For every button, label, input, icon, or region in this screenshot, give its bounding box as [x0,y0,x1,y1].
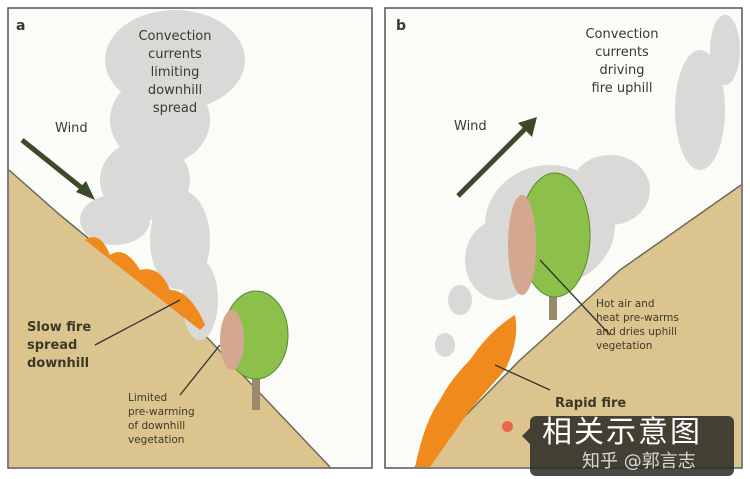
watermark-credit: 知乎 @郭言志 [582,451,696,472]
hillside-ground [9,170,330,467]
panel-a-fire-label: Slow fire [27,320,91,335]
marker-dot [502,421,513,432]
smoke-plume [80,10,245,340]
wind-arrow [456,124,530,198]
tree [220,290,289,410]
leader-line [494,364,551,391]
watermark-overlay: 相关示意图 知乎 @郭言志 [522,415,734,476]
panel-b-title-line: fire uphill [592,81,653,96]
panel-a-letter: a [16,18,25,34]
panel-a-tree-label: of downhill [128,420,185,432]
panel-b-tree-label: vegetation [596,340,652,352]
panel-b-letter: b [396,18,406,34]
panel-a-fire-label: downhill [27,356,89,371]
panel-b-title-line: driving [599,63,644,78]
panel-b-title-line: currents [595,45,649,60]
panel-a-title-line: limiting [151,65,200,80]
tree [508,172,591,320]
panel-a-title-line: spread [153,101,197,116]
watermark-caption: 相关示意图 [542,415,702,450]
panel-a-tree-label: pre-warming [128,406,195,418]
panel-a: a Convection currents limiting downhill … [7,7,373,469]
panel-a-title-line: downhill [148,83,202,98]
wind-arrow-head [518,117,537,137]
panel-a-tree-label: Limited [128,392,167,404]
leader-line [539,259,611,336]
hillside-ground [415,185,741,467]
wind-arrow-head [76,181,95,200]
panel-b-fire-label: Rapid fire [555,396,626,411]
panel-a-title-line: currents [148,47,202,62]
leader-line [179,344,221,396]
panel-a-fire-label: spread [27,338,77,353]
panel-b-title-line: Convection [585,27,658,42]
panel-a-title-line: Convection [138,29,211,44]
panel-a-tree-label: vegetation [128,434,184,446]
fire-flames [85,237,205,330]
leader-line [94,299,181,346]
panel-a-wind-label: Wind [55,121,88,136]
panel-b-tree-label: Hot air and [596,298,655,310]
panel-b: b Convection currents driving fire uphil… [384,7,743,469]
panel-b-tree-label: heat pre-warms [596,312,679,324]
fire-flames [415,315,517,467]
panel-b-wind-label: Wind [454,119,487,134]
panel-b-tree-label: and dries uphill [596,326,677,338]
wind-arrow [20,138,90,195]
